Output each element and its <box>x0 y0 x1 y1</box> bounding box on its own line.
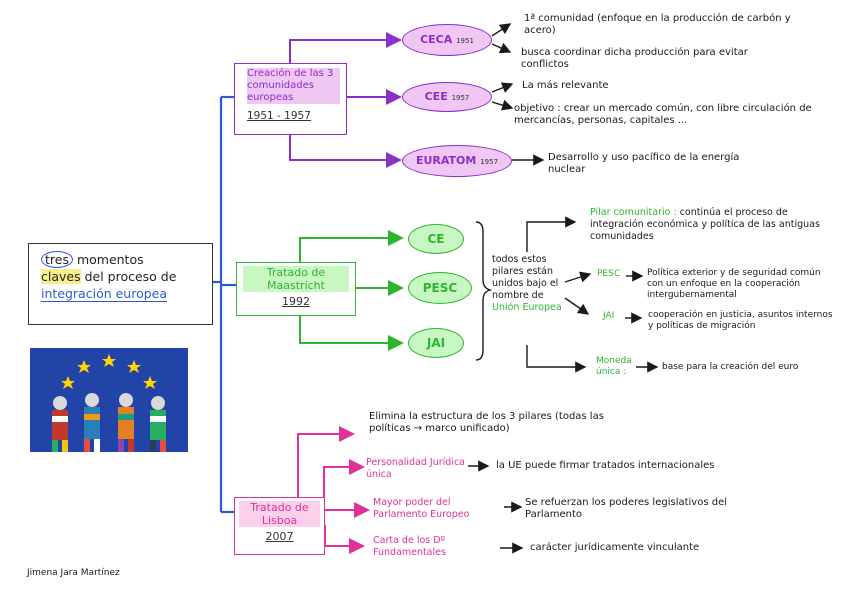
cee-node: CEE 1957 <box>402 82 492 112</box>
euratom-node: EURATOM 1957 <box>402 145 512 177</box>
pillar-jai: JAI <box>408 328 464 358</box>
personalidad-label: Personalidad Jurídica única <box>366 457 466 481</box>
author-signature: Jimena Jara Martínez <box>27 567 120 579</box>
cee-note-2: objetivo : crear un mercado común, con l… <box>514 103 839 127</box>
tres-word: tres <box>41 251 73 268</box>
carta-label: Carta de los Dº Fundamentales <box>373 535 498 559</box>
brace-text: todos estos pilares están unidos bajo el… <box>492 254 562 314</box>
pillar-ce: CE <box>408 224 464 254</box>
blue-trunk <box>213 97 236 512</box>
creacion-comunidades-box: Creación de las 3 comunidades europeas 1… <box>234 63 347 135</box>
parlamento-label: Mayor poder del Parlamento Europeo <box>373 497 503 521</box>
eu-people-illustration <box>30 348 188 458</box>
integracion-label: integración europea <box>41 286 167 302</box>
claves-word: claves <box>41 269 81 284</box>
creacion-years: 1951 - 1957 <box>247 110 340 122</box>
pesc-note: Política exterior y de seguridad común c… <box>647 268 837 301</box>
lisboa-title: Tratado de Lisboa <box>239 501 320 527</box>
moneda-label: Moneda única : <box>596 356 636 378</box>
lisboa-box: Tratado de Lisboa 2007 <box>234 497 325 555</box>
pilar-comunitario-note: Pilar comunitario : continúa el proceso … <box>590 207 830 243</box>
ceca-node: CECA 1951 <box>402 24 492 56</box>
maastricht-title: Tratado de Maastricht <box>243 266 349 292</box>
parlamento-note: Se refuerzan los poderes legislativos de… <box>525 497 760 521</box>
euratom-note: Desarrollo y uso pacífico de la energía … <box>548 152 778 176</box>
maastricht-box: Tratado de Maastricht 1992 <box>236 262 356 316</box>
elimina-pilares-note: Elimina la estructura de los 3 pilares (… <box>369 411 629 435</box>
personalidad-note: la UE puede firmar tratados internaciona… <box>496 460 796 472</box>
ceca-note-2: busca coordinar dicha producción para ev… <box>521 47 776 71</box>
lisboa-year: 2007 <box>239 531 320 543</box>
pillar-pesc: PESC <box>408 272 472 304</box>
maastricht-year: 1992 <box>243 296 349 308</box>
ceca-note-1: 1ª comunidad (enfoque en la producción d… <box>524 13 794 37</box>
cee-note-1: La más relevante <box>522 80 722 92</box>
jai-label: JAI <box>603 311 614 321</box>
creacion-title: Creación de las 3 comunidades europeas <box>247 68 340 104</box>
moneda-note: base para la creación del euro <box>662 361 842 373</box>
main-title-box: tres momentos claves del proceso de inte… <box>28 243 213 325</box>
carta-note: carácter jurídicamente vinculante <box>530 542 770 554</box>
jai-note: cooperación en justicia, asuntos interno… <box>648 310 838 332</box>
pesc-label: PESC <box>597 269 620 279</box>
